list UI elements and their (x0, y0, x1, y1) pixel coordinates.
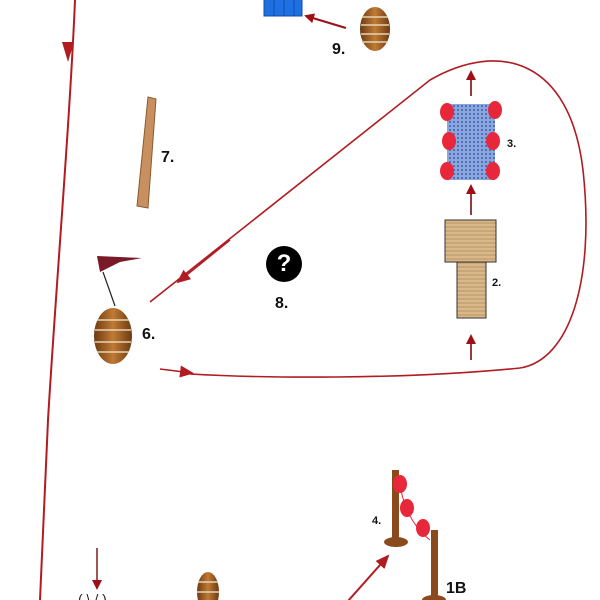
balloons-4-icon (393, 475, 431, 541)
wooden-boxes-2-icon (444, 219, 497, 319)
label-9: 9. (332, 41, 346, 58)
question-mark-icon: ? (266, 246, 302, 282)
left-path-line (39, 0, 76, 600)
log-7-icon (136, 96, 157, 209)
loop-path-line (149, 60, 587, 378)
label-2: 2. (492, 277, 502, 289)
label-1b: 1B (446, 580, 467, 597)
barrel-9-icon (360, 7, 390, 51)
label-4: 4. (372, 515, 382, 527)
barrel-6-icon (94, 308, 132, 364)
post-4-icon (384, 470, 408, 547)
label-6: 6. (142, 326, 156, 343)
blue-crate-icon (263, 0, 303, 17)
loop-arrow-to-6-icon (176, 239, 231, 284)
left-path-arrow-icon (62, 42, 74, 62)
label-3: 3. (507, 138, 517, 150)
arrow-to-4-icon (347, 554, 390, 600)
post-1b-icon (422, 530, 446, 600)
barrel-bottom-icon (197, 572, 219, 600)
label-7: 7. (161, 149, 175, 166)
arrow-9-to-crate-icon (304, 13, 347, 29)
balloon-mat-3-icon (440, 101, 502, 180)
label-8: 8. (275, 295, 289, 312)
bottom-marker-icon: ( \ / ) (78, 591, 107, 600)
loop-arrow-from-6-icon (159, 365, 194, 378)
flag-icon (97, 256, 142, 307)
